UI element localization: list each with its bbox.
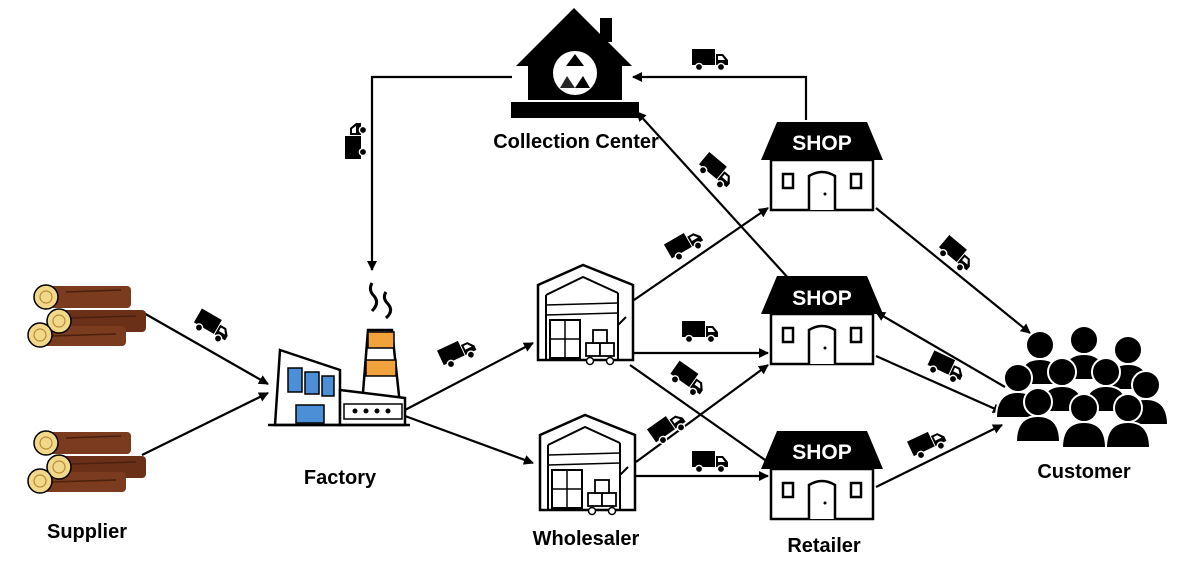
arrow-shop3-customer <box>875 424 1003 488</box>
supplier-label: Supplier <box>47 521 127 543</box>
arrow-factory-wholesaler1 <box>404 342 534 411</box>
shop-sign: SHOP <box>792 287 852 310</box>
arrow-factory-wholesaler2 <box>404 414 534 465</box>
arrow-customer-shop2 <box>875 311 1006 388</box>
truck-icon <box>663 225 707 264</box>
arrow-wholesaler1-shop3 <box>629 364 776 468</box>
wholesaler-label: Wholesaler <box>533 528 640 550</box>
log-pile-icon <box>27 430 147 494</box>
truck-icon <box>906 425 950 462</box>
arrow-supplier2-factory <box>141 392 269 456</box>
truck-icon <box>436 334 480 371</box>
retailer-label: Retailer <box>787 535 861 557</box>
truck-icon <box>691 48 729 72</box>
truck-icon <box>681 320 719 344</box>
factory-icon <box>268 282 410 427</box>
arrow-supplier1-factory <box>141 311 269 385</box>
shop-icon: SHOP <box>759 120 885 212</box>
truck-icon <box>646 407 690 448</box>
collection-center-label: Collection Center <box>493 131 659 153</box>
arrow-shop1-customer <box>875 207 1031 334</box>
truck-icon <box>691 450 729 474</box>
truck-icon <box>190 307 234 346</box>
recycle-house-icon <box>511 8 639 118</box>
flow-arrows <box>141 72 1031 488</box>
warehouse-icon <box>538 413 637 516</box>
arrow-collection-factory <box>367 75 512 271</box>
shop-icon: SHOP <box>759 274 885 366</box>
customer-label: Customer <box>1037 461 1131 483</box>
shop-sign: SHOP <box>792 132 852 155</box>
truck-icon <box>694 151 738 193</box>
arrow-wholesaler1-shop1 <box>633 207 769 301</box>
shop-icon: SHOP <box>759 429 885 521</box>
arrow-shop2-collection <box>636 111 791 281</box>
truck-icon <box>934 234 978 276</box>
truck-icon <box>344 122 368 160</box>
warehouse-icon <box>536 263 635 366</box>
arrow-shop2-customer <box>875 354 1003 414</box>
truck-icon <box>666 359 710 400</box>
log-pile-icon <box>27 284 147 348</box>
shop-sign: SHOP <box>792 441 852 464</box>
factory-label: Factory <box>304 467 377 489</box>
arrow-wholesaler2-shop2 <box>635 364 769 463</box>
crowd-icon <box>995 325 1169 449</box>
arrow-shop1-collection <box>632 72 808 120</box>
